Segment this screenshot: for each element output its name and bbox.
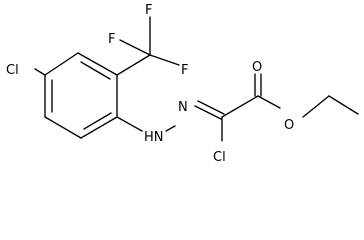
bond-n-c-double [194, 105, 222, 120]
ring-bond [44, 52, 79, 76]
bond-o-ethyl [302, 95, 330, 118]
atom-chlorine-chain: Cl [213, 150, 226, 165]
bond-c-carbonyl-c [221, 95, 259, 118]
atom-oxygen-carbonyl: O [252, 60, 262, 75]
bond-ring-nh [116, 116, 143, 132]
ring-bond [77, 52, 118, 76]
bond-c-o-ester [257, 95, 281, 109]
atom-nh: HN [144, 130, 164, 145]
atom-fluorine-left: F [108, 32, 115, 47]
bond-nh-n [165, 125, 176, 132]
bond-ring-cf3 [116, 54, 151, 76]
bond-n-c-double [197, 100, 225, 115]
atom-fluorine-right: F [181, 63, 188, 78]
benzene-ring [44, 52, 118, 139]
bond-c-f-right [149, 54, 180, 66]
bond-ring-cl [34, 68, 46, 76]
atom-chlorine-ring: Cl [6, 63, 19, 78]
ring-bond [44, 116, 82, 139]
ring-double-bond [80, 61, 111, 80]
ring-bond [80, 116, 118, 139]
chemical-structure-diagram: Cl F F F HN N O O Cl [6, 3, 359, 165]
atom-fluorine-top: F [145, 3, 152, 18]
bond-ethyl [328, 95, 359, 115]
ring-double-bond [83, 112, 112, 130]
atom-oxygen-ester: O [284, 118, 294, 133]
atom-nitrogen: N [178, 100, 188, 115]
bond-c-f-left [119, 39, 151, 56]
